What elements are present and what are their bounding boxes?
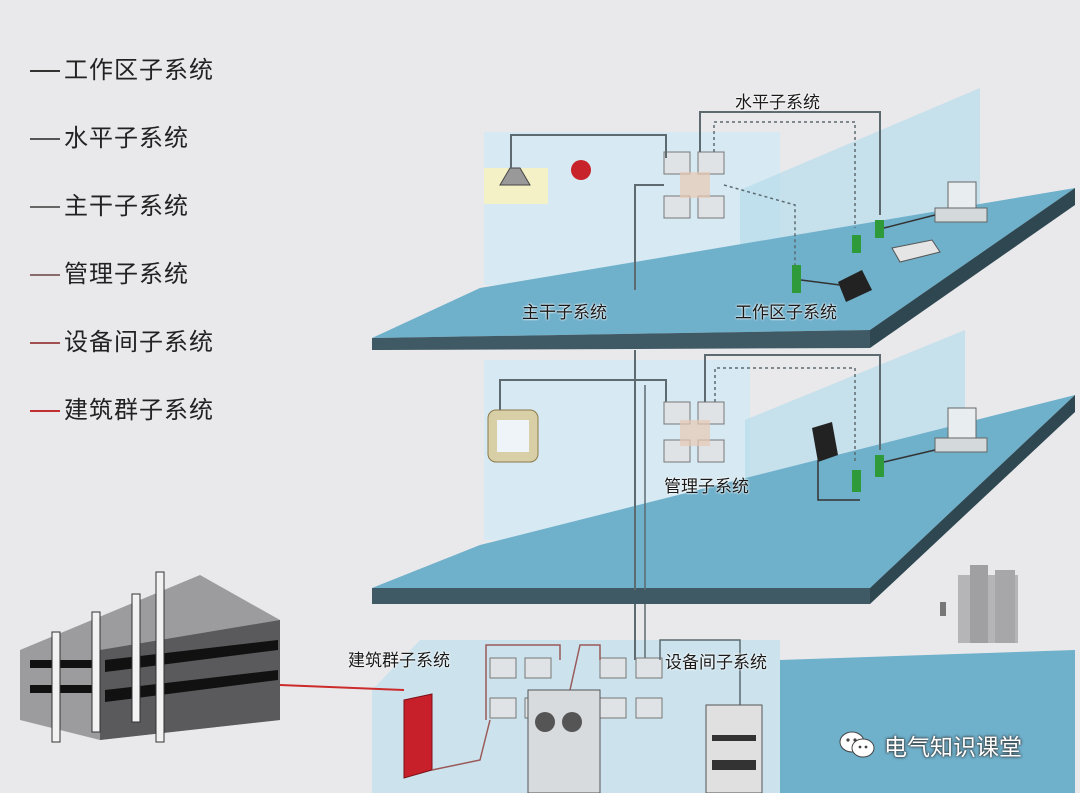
patch-panel-ground-right <box>599 657 663 719</box>
outlet-icon <box>852 235 861 253</box>
campus-cable <box>279 684 405 691</box>
legend-item: 水平子系统 <box>30 118 189 153</box>
slab-top <box>372 188 1075 338</box>
legend-label: 主干子系统 <box>64 192 189 220</box>
watermark-text: 电气知识课堂 <box>884 735 1022 761</box>
legend-label: 工作区子系统 <box>64 56 214 84</box>
campus-building <box>20 571 405 743</box>
legend-label: 管理子系统 <box>64 260 189 288</box>
outlet-icon <box>792 265 801 293</box>
slab-top-edge-side <box>870 188 1075 348</box>
distribution-frame-icon <box>403 693 433 779</box>
outlet-icon <box>852 470 861 492</box>
floor-ground <box>372 604 1075 793</box>
slab-mid-edge-side <box>870 395 1075 604</box>
label-horizontal: 水平子系统 <box>735 93 820 113</box>
legend-label: 建筑群子系统 <box>64 396 214 424</box>
label-campus: 建筑群子系统 <box>348 651 450 671</box>
legend-item: 工作区子系统 <box>30 50 214 85</box>
floor-middle <box>372 330 1075 604</box>
watermark: 电气知识课堂 <box>838 728 1022 762</box>
printer-icon <box>891 239 941 263</box>
patch-panel-top <box>663 151 725 219</box>
distant-building <box>940 565 1018 643</box>
computer-icon-mid <box>934 407 988 453</box>
slab-mid-edge <box>372 588 870 604</box>
legend-item: 设备间子系统 <box>30 322 214 357</box>
label-management: 管理子系统 <box>664 477 749 497</box>
server-icon <box>527 689 601 793</box>
legend-label: 水平子系统 <box>64 124 189 152</box>
outlet-icon <box>875 455 884 477</box>
lamp-icon <box>499 167 531 186</box>
rack-icon <box>705 704 763 793</box>
wechat-icon <box>839 731 875 758</box>
outlet-icon <box>875 220 884 238</box>
label-work-area: 工作区子系统 <box>735 303 837 323</box>
phone-icon <box>838 270 872 302</box>
legend-item: 建筑群子系统 <box>30 390 214 425</box>
legend-label: 设备间子系统 <box>64 328 214 356</box>
label-backbone: 主干子系统 <box>522 303 607 323</box>
alarm-icon <box>571 160 591 180</box>
legend-item: 管理子系统 <box>30 254 189 289</box>
phone-icon <box>812 422 838 462</box>
floor-top <box>372 88 1075 350</box>
slab-ground <box>780 650 1075 793</box>
slab-mid <box>372 395 1075 588</box>
patch-panel-mid <box>663 401 725 463</box>
label-equipment-room: 设备间子系统 <box>665 653 767 673</box>
legend-item: 主干子系统 <box>30 186 189 221</box>
slab-top-edge <box>372 330 870 350</box>
